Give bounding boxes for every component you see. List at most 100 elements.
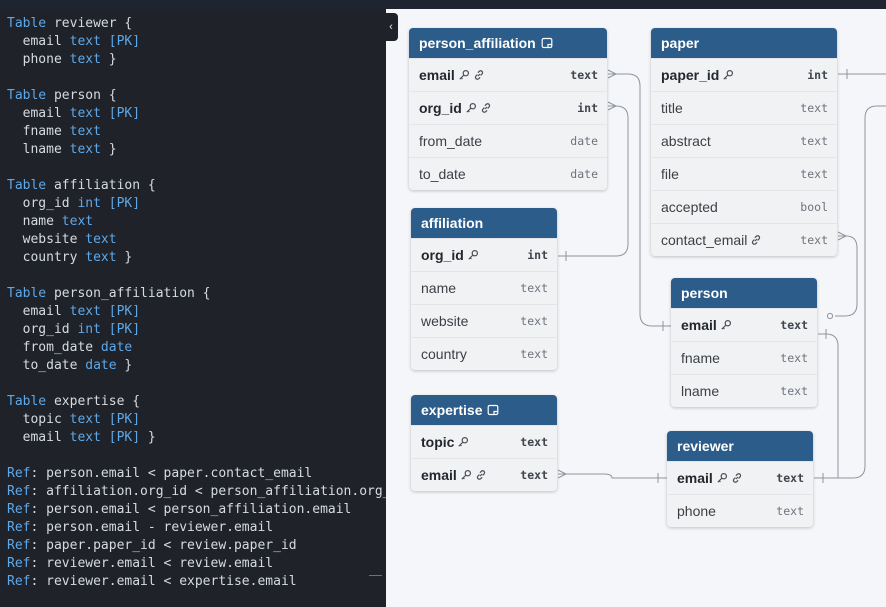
code-line[interactable]: email text [PK] } bbox=[7, 429, 156, 447]
code-line[interactable]: Ref: reviewer.email < review.email bbox=[7, 555, 273, 573]
code-line[interactable]: lname text } bbox=[7, 141, 117, 159]
code-line[interactable]: email text [PK] bbox=[7, 303, 140, 321]
code-line[interactable]: website text bbox=[7, 231, 117, 249]
code-line[interactable]: org_id int [PK] bbox=[7, 321, 140, 339]
code-line[interactable]: Ref: affiliation.org_id < person_affilia… bbox=[7, 483, 386, 501]
table-header[interactable]: person bbox=[671, 278, 817, 308]
link-icon bbox=[732, 473, 741, 483]
link-icon bbox=[474, 70, 483, 80]
code-line[interactable]: Ref: reviewer.email < expertise.email bbox=[7, 573, 297, 591]
code-text: person { bbox=[46, 88, 117, 103]
note-icon[interactable] bbox=[541, 37, 553, 49]
code-line[interactable]: Table reviewer { bbox=[7, 15, 132, 33]
field-type: text bbox=[776, 471, 804, 485]
field-name-text: fname bbox=[681, 350, 720, 366]
code-text: } bbox=[100, 142, 117, 157]
table-field-row[interactable]: org_id int bbox=[409, 91, 607, 124]
field-name: email bbox=[421, 467, 520, 483]
collapse-editor-button[interactable]: ‹ bbox=[384, 13, 398, 41]
code-line[interactable]: email text [PK] bbox=[7, 105, 140, 123]
table-header[interactable]: expertise bbox=[411, 395, 557, 425]
code-text: : reviewer.email < expertise.email bbox=[30, 574, 297, 589]
code-line[interactable]: Ref: paper.paper_id < review.paper_id bbox=[7, 537, 297, 555]
field-type: int bbox=[577, 101, 598, 115]
code-line[interactable]: to_date date } bbox=[7, 357, 133, 375]
code-keyword: Ref bbox=[7, 538, 31, 553]
code-text: lname bbox=[7, 142, 70, 157]
table-name: paper bbox=[661, 35, 700, 51]
code-line[interactable]: Ref: person.email < person_affiliation.e… bbox=[7, 501, 351, 519]
field-name: abstract bbox=[661, 133, 800, 149]
code-line[interactable]: topic text [PK] bbox=[7, 411, 140, 429]
table-header[interactable]: paper bbox=[651, 28, 837, 58]
field-name-text: org_id bbox=[419, 100, 462, 116]
table-header[interactable]: person_affiliation bbox=[409, 28, 607, 58]
note-icon[interactable] bbox=[487, 404, 499, 416]
field-type: text bbox=[520, 314, 548, 328]
field-name-text: title bbox=[661, 100, 683, 116]
code-line[interactable]: email text [PK] bbox=[7, 33, 140, 51]
code-line[interactable]: Table affiliation { bbox=[7, 177, 156, 195]
key-icon bbox=[459, 69, 469, 80]
field-name: email bbox=[419, 67, 570, 83]
field-name: from_date bbox=[419, 133, 570, 149]
code-line[interactable]: org_id int [PK] bbox=[7, 195, 140, 213]
code-line[interactable]: phone text } bbox=[7, 51, 117, 69]
code-line[interactable]: Table person { bbox=[7, 87, 117, 105]
code-setting: [PK] bbox=[100, 304, 141, 319]
code-text: name bbox=[7, 214, 62, 229]
key-icon bbox=[466, 102, 476, 113]
editor-scroll-indicator[interactable] bbox=[369, 575, 382, 576]
code-line[interactable]: Ref: person.email - reviewer.email bbox=[7, 519, 273, 537]
code-line[interactable]: country text } bbox=[7, 249, 133, 267]
code-line[interactable]: Table expertise { bbox=[7, 393, 140, 411]
dbml-code-editor[interactable]: Table reviewer { email text [PK] phone t… bbox=[0, 9, 387, 607]
code-keyword: Table bbox=[7, 394, 47, 409]
code-line[interactable]: from_date date bbox=[7, 339, 133, 357]
code-type: text bbox=[69, 52, 101, 67]
field-type: int bbox=[527, 248, 548, 262]
field-name-text: to_date bbox=[419, 166, 466, 182]
table-header[interactable]: reviewer bbox=[667, 431, 813, 461]
code-line[interactable]: fname text bbox=[7, 123, 101, 141]
field-name: accepted bbox=[661, 199, 800, 215]
table-header[interactable]: affiliation bbox=[411, 208, 557, 238]
chevron-left-icon: ‹ bbox=[389, 21, 393, 33]
key-icon bbox=[458, 436, 469, 447]
code-line[interactable]: name text bbox=[7, 213, 93, 231]
code-type: text bbox=[69, 412, 101, 427]
code-line[interactable]: Ref: person.email < paper.contact_email bbox=[7, 465, 312, 483]
code-text: } bbox=[116, 358, 133, 373]
field-name: contact_email bbox=[661, 232, 800, 248]
code-text: email bbox=[7, 34, 70, 49]
field-type: text bbox=[570, 68, 598, 82]
code-line[interactable]: Table person_affiliation { bbox=[7, 285, 211, 303]
code-text: email bbox=[7, 106, 70, 121]
